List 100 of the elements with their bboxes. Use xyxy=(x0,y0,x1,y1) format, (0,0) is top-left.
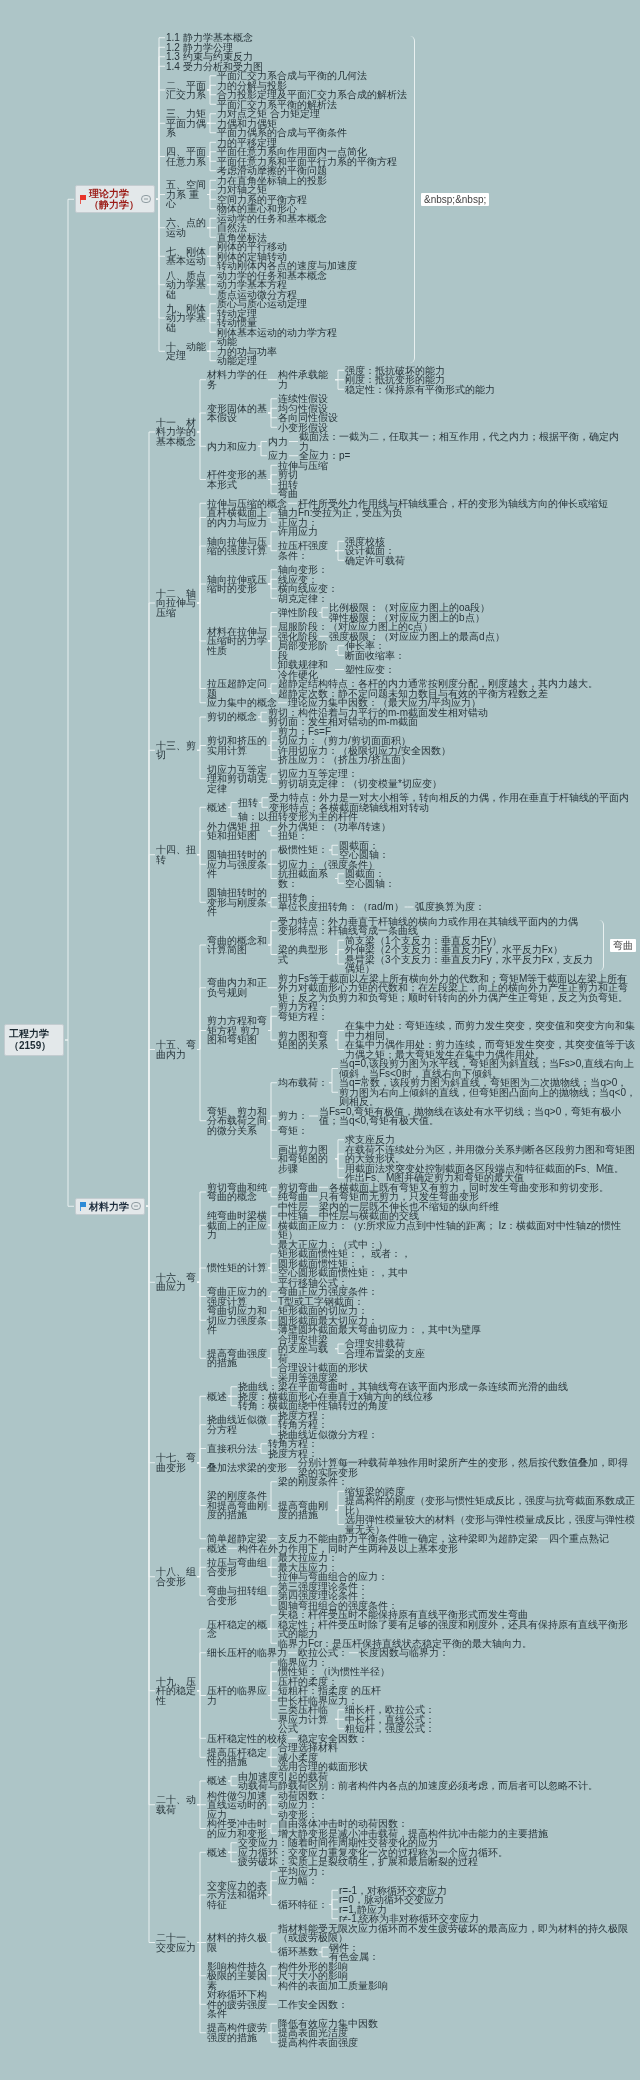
topic-text: 剪切胡克定律：（切变模量*切应变） xyxy=(278,778,442,789)
topic-text: 六、点的运动 xyxy=(166,218,206,238)
topic-text: 挠曲线近似微分方程 xyxy=(207,1415,267,1435)
topic-text: 各向同性假设 xyxy=(278,413,338,423)
connector-line xyxy=(206,89,217,105)
connector-line xyxy=(328,1068,339,1084)
topic-text: 合理布置梁的支座 xyxy=(345,1348,425,1359)
topic-text: 转角方程： xyxy=(268,1439,318,1449)
topic-text: 1.3 约束与约束反力 xyxy=(166,52,253,62)
topic-text: 力的功与功率 xyxy=(217,346,277,356)
connector-line xyxy=(334,878,345,884)
topic-text: 动变形： xyxy=(278,1809,318,1819)
connector-line xyxy=(267,1880,278,1896)
connector-line xyxy=(267,1291,278,1297)
connector-line xyxy=(267,745,278,761)
connector-line xyxy=(288,455,299,457)
topic-text: 影响构件持久极限的主要因素 xyxy=(207,1961,267,1990)
connector-line xyxy=(267,517,278,523)
connector-line xyxy=(318,635,329,637)
connector-line xyxy=(318,1186,329,1188)
topic-text: 均匀性假设 xyxy=(278,403,328,413)
topic-text: 疲劳破坏：实质上是裂纹萌生，扩展和最后断裂的过程 xyxy=(238,1857,478,1867)
topic-text: 当q=0,该段剪力图为水平线，弯矩图为斜直线；当Fs>0,直线右向上倾斜，当Fs<0时，直线右向下倾斜。 xyxy=(339,1059,636,1078)
connector-line xyxy=(267,1628,278,1644)
topic-text: 转角方程： xyxy=(278,1420,328,1430)
connector-line xyxy=(334,1709,345,1720)
topic-text: 挠曲线：梁在平面弯曲时，其轴线弯在该平面内形成一条连续而光滑的曲线 xyxy=(238,1382,568,1392)
connector-line xyxy=(196,1780,207,1806)
topic-text: 压杆的临界应力 xyxy=(207,1686,267,1705)
topic-text: 画出剪力图和弯矩图的步骤 xyxy=(278,1144,334,1173)
connector-line xyxy=(334,1158,345,1179)
connector-line xyxy=(227,1395,238,1407)
topic-text: 只有弯矩而无剪力，只发生弯曲变形 xyxy=(319,1192,479,1202)
connector-line xyxy=(334,949,345,955)
topic-text: 局部变形阶段 xyxy=(278,641,334,660)
connector-line xyxy=(267,1538,278,1540)
topic-text: 由加速度引起的载荷 xyxy=(238,1771,328,1781)
topic-text: 拉压杆强度条件： xyxy=(278,541,334,561)
topic-text: 交变应力的表示方法和循环特征 xyxy=(207,1880,267,1910)
topic-text: 小变形假设 xyxy=(278,422,328,432)
topic-text: 塑性应变： xyxy=(345,664,395,675)
topic-text: 受力特点：外力垂直于杆轴线的横向力或作用在其轴线平面内的力偶 xyxy=(278,916,578,926)
connector-line xyxy=(334,954,345,965)
topic-text: 剪切弯曲和纯弯曲的概念 xyxy=(207,1182,267,1202)
topic-text: 构件在外力作用下，同时产生两种及以上基本变形 xyxy=(238,1543,458,1553)
topic-text: 在集中力偶作用处：剪力连续，而弯矩发生突变，其突变值等于该力偶之矩；最大弯矩发生在集中力偶作用处。 xyxy=(345,1040,636,1059)
topic-text: 剪切面：发生相对错动的m-m截面 xyxy=(268,717,418,727)
connector-line xyxy=(64,1039,75,1207)
topic-text: 稳定安全因数： xyxy=(298,1733,368,1743)
connector-line xyxy=(206,341,217,352)
connector-line xyxy=(267,2022,278,2034)
connector-line xyxy=(196,1690,207,1758)
topic-text: 确定许可载荷 xyxy=(345,555,405,565)
connector-line xyxy=(318,1951,329,1958)
connector-line xyxy=(267,1310,278,1321)
connector-line xyxy=(206,255,217,267)
topic-text: 临界力Fcr：是压杆保持直线状态稳定平衡的最大轴向力。 xyxy=(278,1638,533,1648)
connector-line xyxy=(227,806,238,818)
topic-text: 三类压杆临界应力计算公式 xyxy=(278,1705,334,1734)
connector-line xyxy=(267,740,278,746)
connector-line xyxy=(257,711,268,718)
connector-line xyxy=(287,1737,298,1739)
topic-text: 强度校核 xyxy=(345,536,385,546)
topic-text: 动力学基本方程 xyxy=(217,280,287,290)
topic-text: 矩形截面惯性矩：， 或者：， xyxy=(278,1249,411,1259)
topic-text: 提高弯曲刚度的措施 xyxy=(278,1500,334,1520)
topic-text: 应力幅： xyxy=(278,1876,318,1886)
connector-line xyxy=(267,1804,278,1815)
topic-text: 单位长度扭转角：（rad/m） xyxy=(278,902,404,912)
topic-text: 构件外形的影响 xyxy=(278,1961,348,1971)
connector-line xyxy=(196,583,207,604)
topic-text: 正应力： xyxy=(278,517,318,527)
connector-line xyxy=(287,502,298,504)
topic-text: 在集中力处：弯矩连续，而剪力发生突变，突变值和突变方向和集中力相同。 xyxy=(345,1021,636,1040)
topic-text: 概述 xyxy=(207,1847,227,1857)
connector-line xyxy=(267,1414,278,1426)
topic-text: 中长杆，直线公式： xyxy=(345,1714,435,1724)
topic-text: 内力和应力 xyxy=(207,441,257,451)
connector-line xyxy=(267,825,278,832)
topic-text: 弯曲 xyxy=(278,489,298,499)
connector-line xyxy=(267,1932,278,1943)
topic-text: 在载荷不连续处分为区，并用微分关系判断各区段剪力图和弯矩图的大致形状。 xyxy=(345,1144,636,1164)
topic-text: 工作安全因数： xyxy=(278,1999,348,2009)
connector-line xyxy=(206,350,217,362)
connector-line xyxy=(258,802,269,808)
connector-line xyxy=(267,1030,278,1041)
topic-text: 有色金属： xyxy=(329,1952,379,1962)
topic-text: 剪切：构件沿着与力平行的m-m截面发生相对错动 xyxy=(268,707,488,717)
topic-text: 概述 xyxy=(207,1776,227,1786)
topic-text: 弯曲的概念和计算简图 xyxy=(207,935,267,955)
connector-line xyxy=(206,227,217,238)
connector-line xyxy=(318,1946,329,1953)
connector-line xyxy=(334,873,345,879)
topic-text: 压杆稳定性的校核 xyxy=(207,1733,287,1743)
topic-text: 力在直角坐标轴上的投影 xyxy=(217,175,327,185)
topic-text: 拉压与弯曲组合变形 xyxy=(207,1557,267,1577)
connector-line xyxy=(267,1894,278,1905)
topic-text: 九、刚体动力学基础 xyxy=(166,303,206,333)
connector-line xyxy=(318,607,329,613)
topic-text: 平行移轴公式： xyxy=(278,1277,348,1287)
